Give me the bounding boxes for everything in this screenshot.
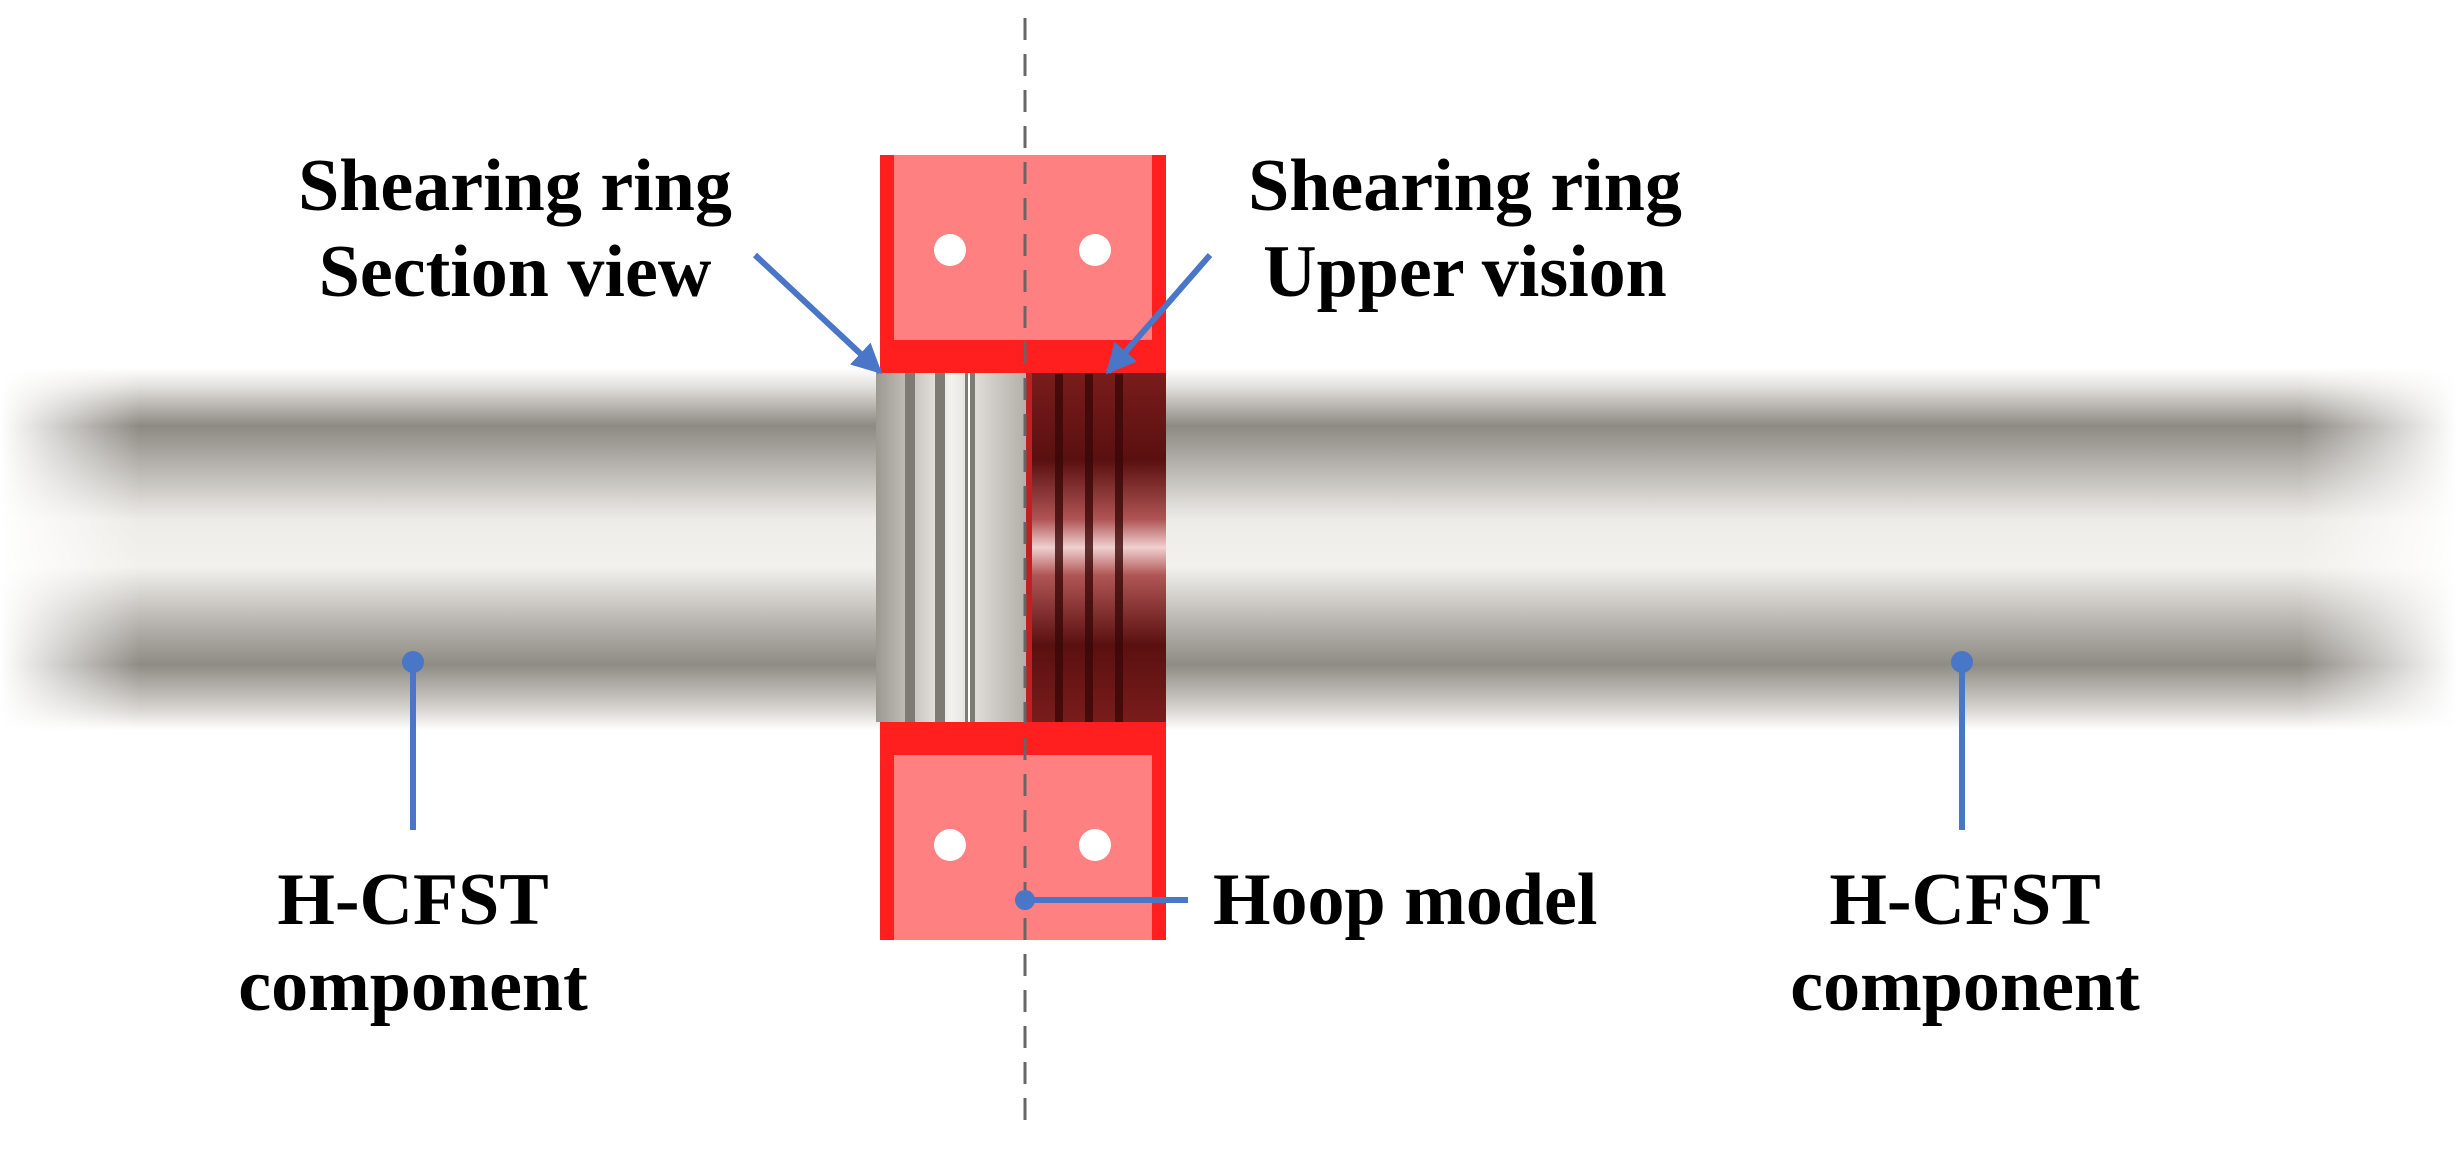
- leader-hcfst-left: [402, 651, 424, 830]
- bolt-hole: [934, 829, 966, 861]
- hoop-top-bracket: [880, 155, 1166, 373]
- pointer-arrow-section: [752, 252, 883, 375]
- pointer-arrow-upper: [1105, 253, 1213, 375]
- label-line: H-CFST: [1829, 859, 2101, 941]
- label-line: component: [1790, 945, 2140, 1027]
- label-shearing-ring-section: Shearing ring Section view: [255, 143, 775, 315]
- label-line: Upper vision: [1263, 231, 1667, 313]
- bolt-hole: [1079, 829, 1111, 861]
- bolt-hole: [1079, 234, 1111, 266]
- label-line: Shearing ring: [1248, 145, 1682, 227]
- label-hcfst-right: H-CFST component: [1740, 857, 2190, 1029]
- leader-hcfst-right: [1951, 651, 1973, 830]
- bolt-hole: [934, 234, 966, 266]
- leader-hoop-model: [1015, 890, 1188, 910]
- label-line: Shearing ring: [298, 145, 732, 227]
- label-line: component: [238, 945, 588, 1027]
- hcfst-left-tube: [0, 368, 880, 730]
- shearing-ring-upper-vision: [1026, 373, 1166, 722]
- label-line: H-CFST: [277, 859, 549, 941]
- label-line: Section view: [318, 231, 712, 313]
- label-line: Hoop model: [1213, 859, 1598, 941]
- label-hoop-model: Hoop model: [1213, 857, 1597, 943]
- label-shearing-ring-upper: Shearing ring Upper vision: [1205, 143, 1725, 315]
- label-hcfst-left: H-CFST component: [188, 857, 638, 1029]
- hcfst-right-tube: [1160, 368, 2457, 730]
- shearing-ring-section-view: [876, 373, 1026, 722]
